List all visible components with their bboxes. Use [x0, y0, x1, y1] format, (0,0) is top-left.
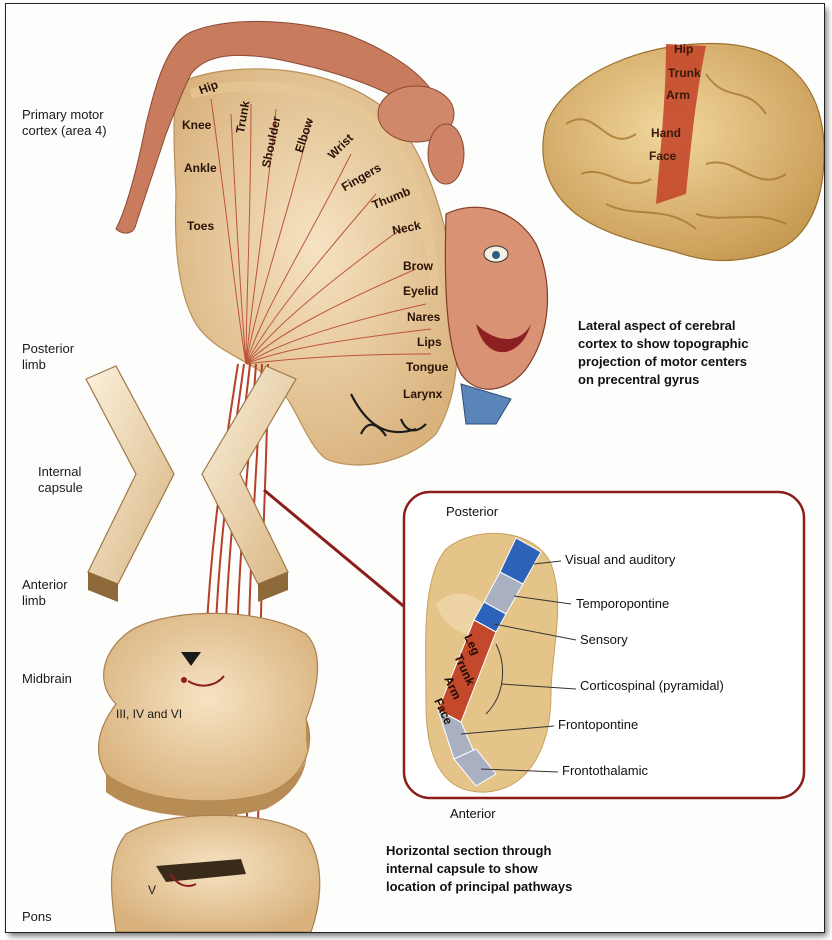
primary-motor-cortex-line2: cortex (area 4): [22, 123, 107, 138]
primary-motor-cortex-label: Primary motor cortex (area 4): [22, 107, 107, 139]
inset-posterior-label: Posterior: [446, 504, 499, 519]
horizontal-caption-line1: Horizontal section through: [386, 843, 552, 858]
posterior-limb-label: Posterior limb: [22, 341, 74, 373]
figure-frame: Primary motor cortex (area 4) Posterior …: [6, 4, 824, 932]
callout-temporopontine: Temporopontine: [576, 596, 670, 611]
homunculus-label-larynx: Larynx: [403, 387, 443, 401]
homunculus-label-knee: Knee: [182, 118, 212, 132]
posterior-limb-line1: Posterior: [22, 341, 75, 356]
anterior-limb-line1: Anterior: [22, 577, 68, 592]
homunculus-label-lips: Lips: [417, 335, 442, 349]
inset-anterior-label: Anterior: [450, 806, 496, 821]
internal-capsule-right: [201, 365, 297, 585]
callout-frontopontine: Frontopontine: [558, 717, 639, 732]
horizontal-caption-line2: internal capsule to show: [386, 861, 538, 876]
callout-sensory: Sensory: [580, 632, 628, 647]
homunculus-label-tongue: Tongue: [406, 360, 449, 374]
inset-callout-lines: [460, 560, 577, 773]
homunculus-leg: [115, 21, 437, 234]
internal-capsule-label: Internal capsule: [38, 464, 83, 496]
lateral-caption-line1: Lateral aspect of cerebral: [578, 318, 736, 333]
homunculus-label-brow: Brow: [403, 259, 433, 273]
illustration-artwork: [85, 21, 824, 932]
callout-corticospinal: Corticospinal (pyramidal): [580, 678, 724, 693]
inset-capsule-oval: [425, 532, 559, 793]
horizontal-section-caption: Horizontal section through internal caps…: [386, 842, 572, 896]
homunculus-label-nares: Nares: [407, 310, 441, 324]
cranial-nerve-pons-label: V: [148, 883, 157, 897]
motor-fibers: [210, 98, 432, 365]
primary-motor-cortex-line1: Primary motor: [22, 107, 104, 122]
midbrain-label: Midbrain: [22, 671, 72, 686]
internal-capsule-left: [85, 365, 175, 585]
brain-label-hand: Hand: [651, 126, 681, 140]
homunculus-label-eyelid: Eyelid: [403, 284, 439, 298]
cranial-nerves-midbrain-label: III, IV and VI: [116, 707, 183, 721]
lateral-caption-line3: projection of motor centers: [578, 354, 748, 369]
horizontal-caption-line3: location of principal pathways: [386, 879, 573, 894]
homunculus-label-ankle: Ankle: [184, 161, 217, 175]
lateral-aspect-caption: Lateral aspect of cerebral cortex to sho…: [578, 317, 748, 389]
precentral-gyrus-strip: [656, 44, 706, 204]
internal-capsule-line2: capsule: [38, 480, 83, 495]
brain-label-hip: Hip: [674, 42, 694, 56]
lateral-caption-line4: on precentral gyrus: [578, 372, 700, 387]
anterior-limb-line2: limb: [22, 593, 46, 608]
brain-label-face: Face: [649, 149, 677, 163]
homunculus-face: [444, 206, 549, 390]
lateral-caption-line2: cortex to show topographic: [578, 336, 749, 351]
pons-label: Pons: [22, 909, 52, 924]
anterior-limb-label: Anterior limb: [22, 577, 68, 609]
callout-frontothalamic: Frontothalamic: [562, 763, 648, 778]
posterior-limb-line2: limb: [22, 357, 46, 372]
brain-label-trunk: Trunk: [668, 66, 701, 80]
internal-capsule-line1: Internal: [38, 464, 82, 479]
callout-visual-auditory: Visual and auditory: [565, 552, 676, 567]
brain-label-arm: Arm: [666, 88, 691, 102]
homunculus-label-toes: Toes: [187, 219, 215, 233]
